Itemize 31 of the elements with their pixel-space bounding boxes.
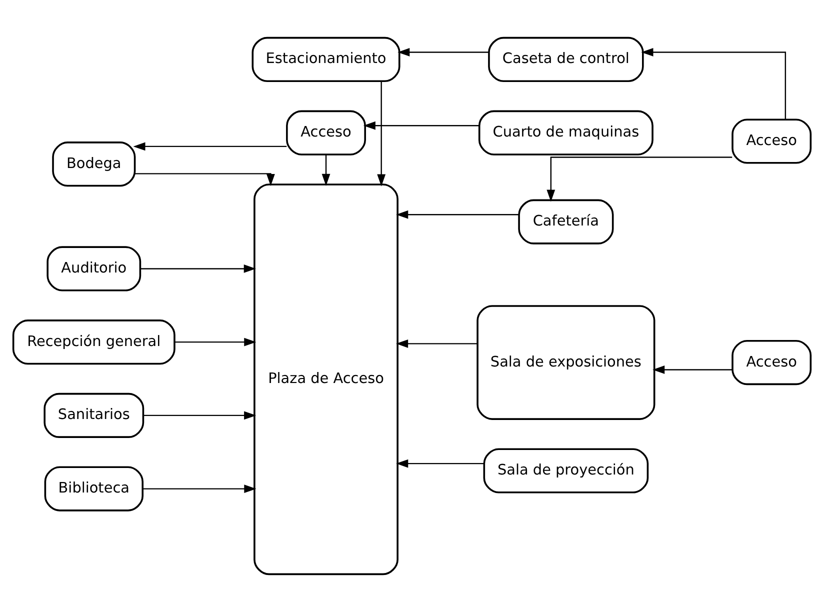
arrow	[396, 458, 484, 468]
node-box: Biblioteca	[44, 466, 144, 511]
arrow	[398, 48, 489, 56]
arrow	[133, 142, 287, 150]
arrow	[322, 154, 330, 186]
arrow	[396, 338, 478, 348]
node-box: Plaza de Acceso	[254, 183, 398, 575]
arrow	[174, 337, 256, 346]
node-box: Bodega	[52, 141, 136, 186]
node-box: Acceso	[732, 339, 812, 385]
node-box: Caseta de control	[488, 36, 644, 82]
node-box: Acceso	[732, 118, 812, 164]
node-box: Estacionamiento	[252, 36, 400, 82]
arrow	[396, 210, 519, 218]
node-box: Cafetería	[518, 198, 614, 244]
node-box: Sala de proyección	[483, 448, 649, 493]
arrow	[144, 410, 256, 420]
arrow	[641, 48, 786, 119]
arrow	[134, 172, 275, 186]
node-box: Recepción general	[12, 319, 176, 364]
node-box: Cuarto de maquinas	[478, 110, 654, 155]
arrow	[652, 365, 732, 374]
arrow	[363, 120, 480, 130]
arrow	[140, 264, 256, 272]
node-box: Auditorio	[46, 246, 142, 291]
arrow	[377, 80, 386, 186]
node-box: Sala de exposiciones	[476, 304, 656, 420]
node-box: Acceso	[286, 110, 366, 155]
arrow	[546, 156, 732, 202]
arrow	[143, 484, 256, 493]
node-box: Sanitarios	[44, 392, 144, 438]
